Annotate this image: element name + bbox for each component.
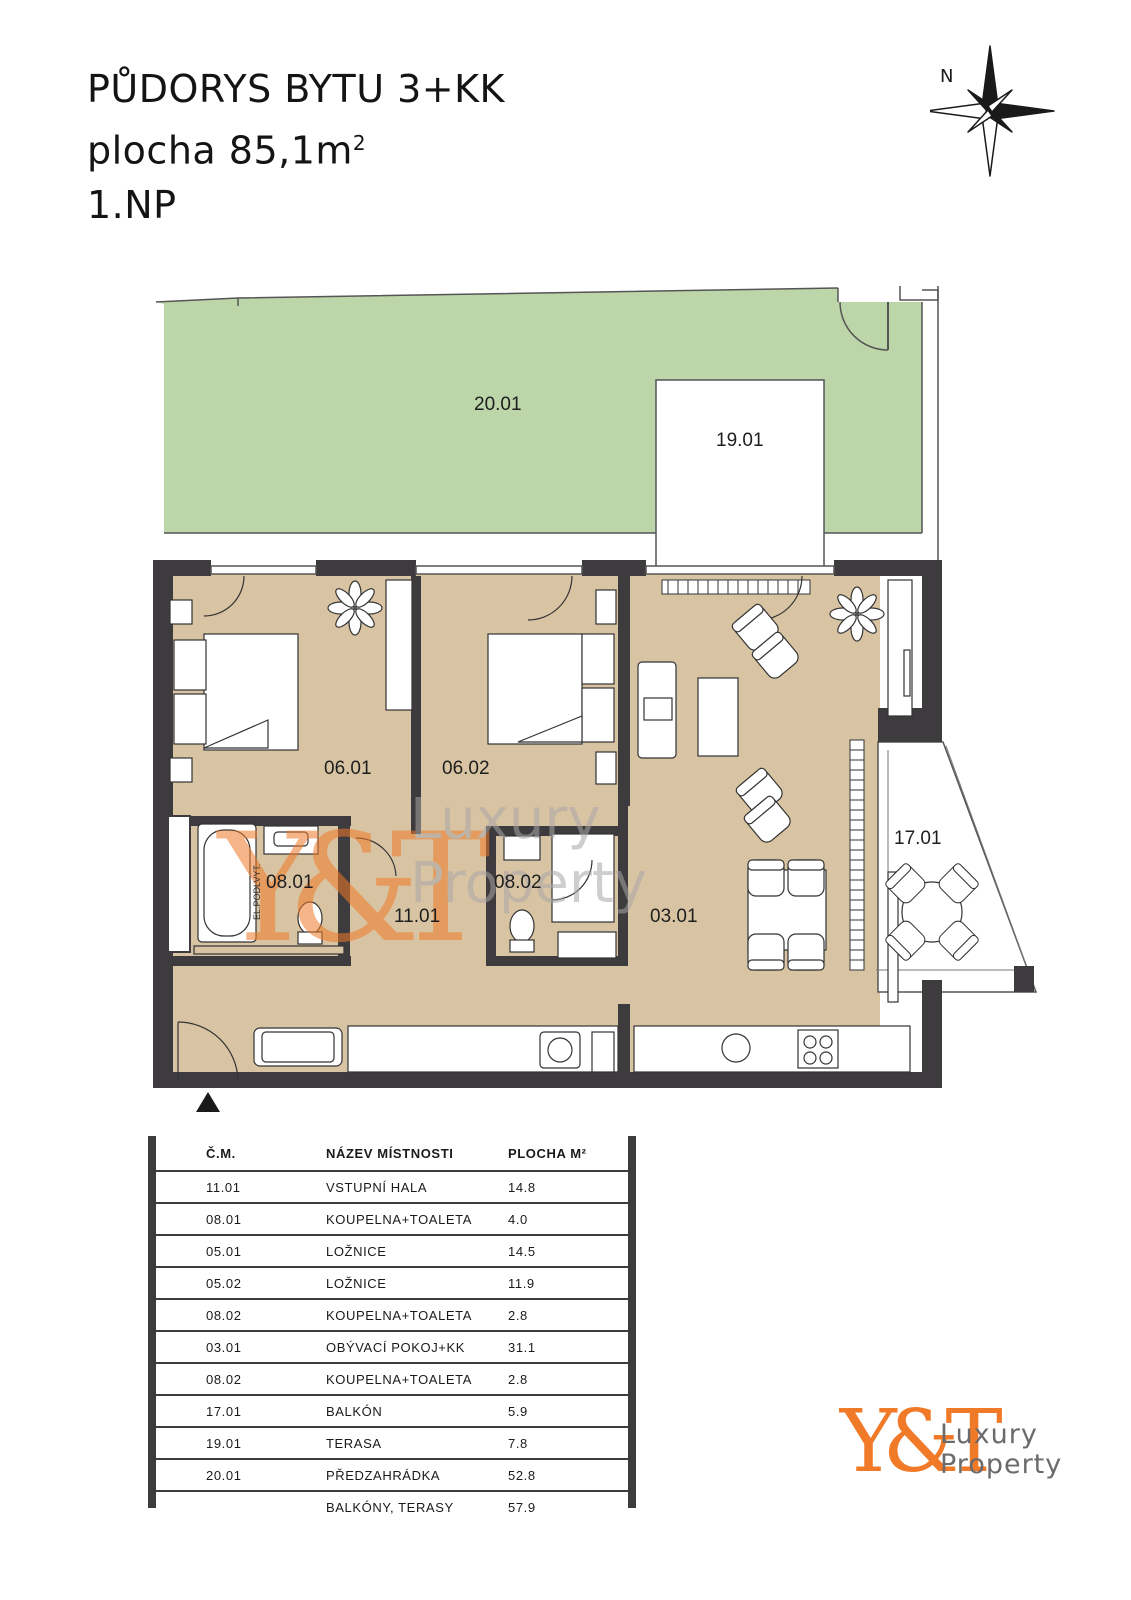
legend-cell-area: 14.5 <box>508 1235 628 1268</box>
legend-header-area: PLOCHA M² <box>508 1136 628 1172</box>
walls <box>153 560 942 1088</box>
room-label-08-01: 08.01 <box>266 872 314 893</box>
legend-header-name: NÁZEV MÍSTNOSTI <box>326 1136 508 1172</box>
legend-header-row: Č.M. NÁZEV MÍSTNOSTI PLOCHA M² <box>156 1136 628 1172</box>
legend-cell-number: 17.01 <box>156 1395 326 1428</box>
plan-area-superscript: 2 <box>352 131 367 155</box>
brand-logo-text: Luxury Property <box>940 1420 1062 1480</box>
page-header: PŮDORYS BYTU 3+KK plocha 85,1m2 1.NP <box>87 62 505 232</box>
windows <box>210 565 835 575</box>
hallway-furniture <box>177 837 397 1081</box>
legend-cell-name: KOUPELNA+TOALETA <box>326 1299 508 1332</box>
dining-chair-icon <box>787 859 825 897</box>
entrance-arrow-icon <box>196 1092 220 1112</box>
legend-cell-name: KOUPELNA+TOALETA <box>326 1363 508 1396</box>
compass-north-label: N <box>940 66 953 87</box>
legend-cell-area: 14.8 <box>508 1171 628 1204</box>
legend-cell-name: PŘEDZAHRÁDKA <box>326 1459 508 1492</box>
legend-cell-area: 5.9 <box>508 1395 628 1428</box>
bathroom-1-fixtures <box>193 823 345 955</box>
bedroom-1-furniture <box>169 575 413 783</box>
legend-cell-number: 11.01 <box>156 1171 326 1204</box>
legend-cell-name: LOŽNICE <box>326 1235 508 1268</box>
legend-cell-area: 11.9 <box>508 1267 628 1300</box>
legend-cell-area: 31.1 <box>508 1331 628 1364</box>
legend-cell-name: BALKÓN <box>326 1395 508 1428</box>
legend-cell-number: 08.02 <box>156 1299 326 1332</box>
brand-logo: Y&T Luxury Property <box>840 1392 1080 1512</box>
compass-star <box>930 45 1055 177</box>
plan-floor: 1.NP <box>87 182 177 227</box>
legend-cell-area: 2.8 <box>508 1299 628 1332</box>
legend-cell-name: VSTUPNÍ HALA <box>326 1171 508 1204</box>
floor-plan: Y&T Luxury Property 20.01 19.01 06.01 06… <box>153 286 1038 1112</box>
room-label-11-01: 11.01 <box>394 906 440 927</box>
legend-cell-name: KOUPELNA+TOALETA <box>326 1203 508 1236</box>
table-row: BALKÓNY, TERASY 57.9 <box>156 1491 628 1522</box>
bathroom-2-fixtures <box>503 833 617 959</box>
legend-cell-number: 08.02 <box>156 1363 326 1396</box>
bedroom-2-furniture <box>487 575 617 785</box>
legend-cell-number <box>156 1491 326 1522</box>
radiators <box>661 579 865 971</box>
plan-title: PŮDORYS BYTU 3+KK <box>87 67 505 111</box>
legend-cell-number: 19.01 <box>156 1427 326 1460</box>
legend-cell-name: BALKÓNY, TERASY <box>326 1499 454 1515</box>
plan-area-text: plocha 85,1m <box>87 128 353 173</box>
legend-cell-name: LOŽNICE <box>326 1267 508 1300</box>
legend-cell-number: 05.01 <box>156 1235 326 1268</box>
legend-cell-name: TERASA <box>326 1427 508 1460</box>
room-label-17-01: 17.01 <box>894 828 942 849</box>
plan-area: plocha 85,1m2 <box>87 116 505 178</box>
legend-cell-number: 20.01 <box>156 1459 326 1492</box>
kitchen-line <box>347 579 913 1073</box>
legend-cell-area: 52.8 <box>508 1459 628 1492</box>
terrace-area <box>655 379 825 577</box>
brand-logo-line2: Property <box>940 1449 1063 1480</box>
legend-cell-area: 7.8 <box>508 1427 628 1460</box>
legend-cell-area: 4.0 <box>508 1203 628 1236</box>
legend-header-number: Č.M. <box>156 1136 326 1172</box>
dining-chair-icon <box>747 933 785 971</box>
room-label-06-01: 06.01 <box>324 758 372 779</box>
dining-chair-icon <box>787 933 825 971</box>
room-label-19-01: 19.01 <box>716 430 764 451</box>
balcony-table <box>883 861 981 963</box>
legend-cell-number: 05.02 <box>156 1267 326 1300</box>
room-label-06-02: 06.02 <box>442 758 490 779</box>
legend-cell-name: OBÝVACÍ POKOJ+KK <box>326 1331 508 1364</box>
watermark-line2: Property <box>410 851 647 916</box>
room-label-08-02: 08.02 <box>494 872 542 893</box>
room-label-03-01: 03.01 <box>650 906 698 927</box>
legend-cell-number: 08.01 <box>156 1203 326 1236</box>
legend-cell-number: 03.01 <box>156 1331 326 1364</box>
bath-note: EL.PODLVYT. <box>252 864 262 920</box>
legend-cell-area: 2.8 <box>508 1363 628 1396</box>
dining-chair-icon <box>747 859 785 897</box>
legend-cell-area: 57.9 <box>508 1499 536 1515</box>
compass-rose-icon: N <box>930 45 1055 177</box>
watermark-line1: Luxury <box>410 787 601 852</box>
brand-logo-mark: Y&T <box>840 1392 1003 1492</box>
brand-logo-line1: Luxury <box>940 1419 1038 1450</box>
room-label-20-01: 20.01 <box>474 394 522 415</box>
